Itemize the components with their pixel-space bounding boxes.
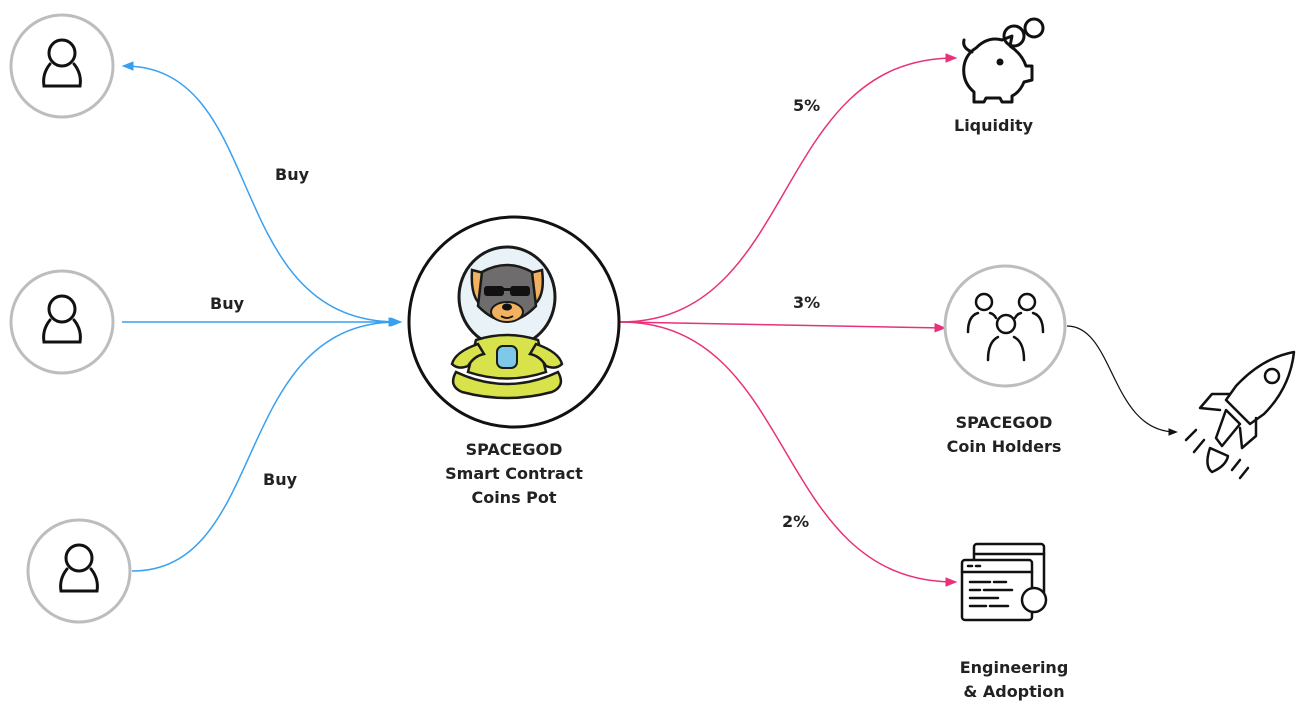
pot-caption: SPACEGOD Smart Contract Coins Pot <box>424 438 604 510</box>
coin-holders-node <box>943 264 1067 388</box>
buy-flow-bottom <box>131 321 399 572</box>
buy-flow-top <box>121 61 401 327</box>
buyer-node-middle <box>9 269 115 375</box>
fee-flow-holders <box>619 321 947 333</box>
holders-title: SPACEGOD <box>955 413 1053 432</box>
buy-label-top: Buy <box>275 165 310 184</box>
people-group-icon <box>966 292 1045 362</box>
user-icon <box>42 38 82 88</box>
spacegod-mascot-icon <box>450 245 564 400</box>
engineering-title: Engineering <box>959 658 1069 677</box>
rocket-icon <box>1184 350 1296 480</box>
liquidity-percent: 5% <box>793 96 821 115</box>
buyer-node-top <box>9 13 115 119</box>
coins-pot-node <box>407 215 621 429</box>
holders-to-rocket-flow <box>1066 325 1178 436</box>
piggy-bank-icon <box>962 17 1045 104</box>
engineering-percent: 2% <box>782 512 810 531</box>
fee-flow-liquidity <box>619 53 958 323</box>
buy-label-bottom: Buy <box>263 470 298 489</box>
pot-title: SPACEGOD <box>465 440 563 459</box>
user-icon <box>42 294 82 344</box>
engineering-caption: Engineering & Adoption <box>934 656 1094 704</box>
holders-caption: SPACEGOD Coin Holders <box>924 411 1084 459</box>
fee-flow-engineering <box>619 321 958 587</box>
user-icon <box>59 543 99 593</box>
buyer-node-bottom <box>26 518 132 624</box>
holders-percent: 3% <box>793 293 821 312</box>
buy-label-middle: Buy <box>210 294 245 313</box>
engineering-screens-icon <box>960 542 1048 622</box>
pot-subtitle-2: Coins Pot <box>471 488 557 507</box>
engineering-subtitle: & Adoption <box>963 682 1065 701</box>
holders-subtitle: Coin Holders <box>946 437 1062 456</box>
liquidity-label: Liquidity <box>954 116 1034 135</box>
pot-subtitle: Smart Contract <box>445 464 583 483</box>
